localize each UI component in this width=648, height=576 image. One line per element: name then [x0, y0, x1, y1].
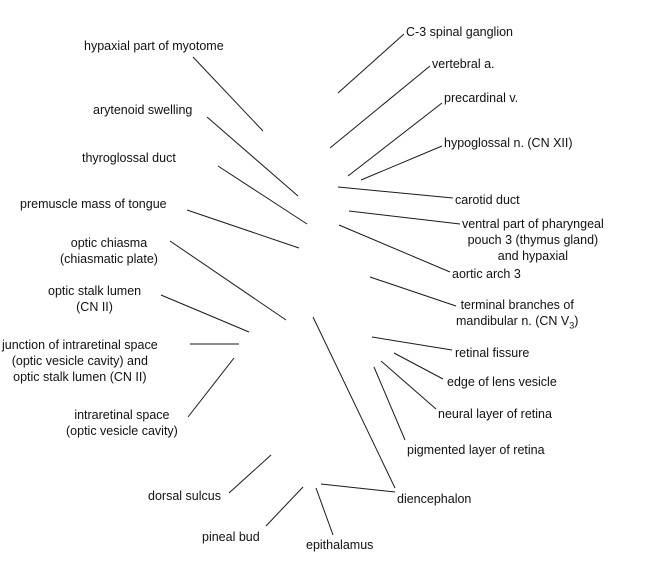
leader-dorsal-sulcus [228, 454, 272, 494]
leader-optic-chiasma [169, 240, 287, 321]
leader-lens-vesicle [393, 352, 444, 380]
leader-diencephalon-b [320, 483, 396, 493]
leader-pineal-bud [265, 486, 304, 527]
label-thyroglossal-duct: thyroglossal duct [82, 151, 176, 165]
leader-diencephalon-a [312, 316, 396, 489]
leader-optic-stalk-lumen [160, 294, 250, 333]
label-pigmented-layer: pigmented layer of retina [407, 443, 545, 457]
leader-hypoglossal-n [360, 145, 443, 181]
leader-terminal-branches [369, 276, 457, 307]
label-carotid-duct: carotid duct [455, 193, 520, 207]
leader-c3-ganglion [337, 33, 405, 94]
label-hypaxial-myotome: hypaxial part of myotome [84, 39, 224, 53]
label-epithalamus: epithalamus [306, 538, 374, 552]
label-lens-vesicle: edge of lens vesicle [447, 375, 557, 389]
label-arytenoid-swelling: arytenoid swelling [93, 103, 193, 117]
label-retinal-fissure: retinal fissure [455, 346, 530, 360]
label-aortic-arch-3: aortic arch 3 [452, 267, 521, 281]
label-premuscle-mass: premuscle mass of tongue [20, 197, 167, 211]
label-vertebral-a: vertebral a. [432, 57, 495, 71]
leader-ventral-pouch [348, 210, 461, 225]
label-junction: junction of intraretinal space(optic ves… [2, 338, 158, 384]
leader-thyroglossal-duct [217, 165, 308, 225]
label-optic-chiasma: optic chiasma(chiasmatic plate) [60, 236, 158, 266]
leader-premuscle-mass [186, 209, 300, 249]
leader-carotid-duct [337, 186, 454, 199]
label-optic-stalk-lumen: optic stalk lumen(CN II) [48, 284, 142, 314]
leader-neural-layer [380, 360, 437, 410]
label-neural-layer: neural layer of retina [438, 407, 552, 421]
leader-precardinal-v [347, 102, 443, 177]
label-hypoglossal-n: hypoglossal n. (CN XII) [444, 136, 573, 150]
leader-retinal-fissure [371, 336, 453, 351]
label-intraretinal-space: intraretinal space(optic vesicle cavity) [66, 408, 178, 438]
leader-vertebral-a [329, 65, 431, 149]
label-c3-ganglion: C-3 spinal ganglion [406, 25, 514, 39]
leader-hypaxial-myotome [192, 56, 264, 132]
label-pineal-bud: pineal bud [202, 530, 260, 544]
leader-arytenoid-swelling [206, 116, 299, 197]
leader-epithalamus [315, 487, 334, 536]
label-precardinal-v: precardinal v. [444, 91, 519, 105]
label-dorsal-sulcus: dorsal sulcus [148, 489, 221, 503]
leader-pigmented-layer [373, 366, 406, 441]
label-diencephalon: diencephalon [397, 492, 472, 506]
leader-aortic-arch-3 [338, 224, 451, 273]
leader-intraretinal-space [187, 357, 235, 418]
